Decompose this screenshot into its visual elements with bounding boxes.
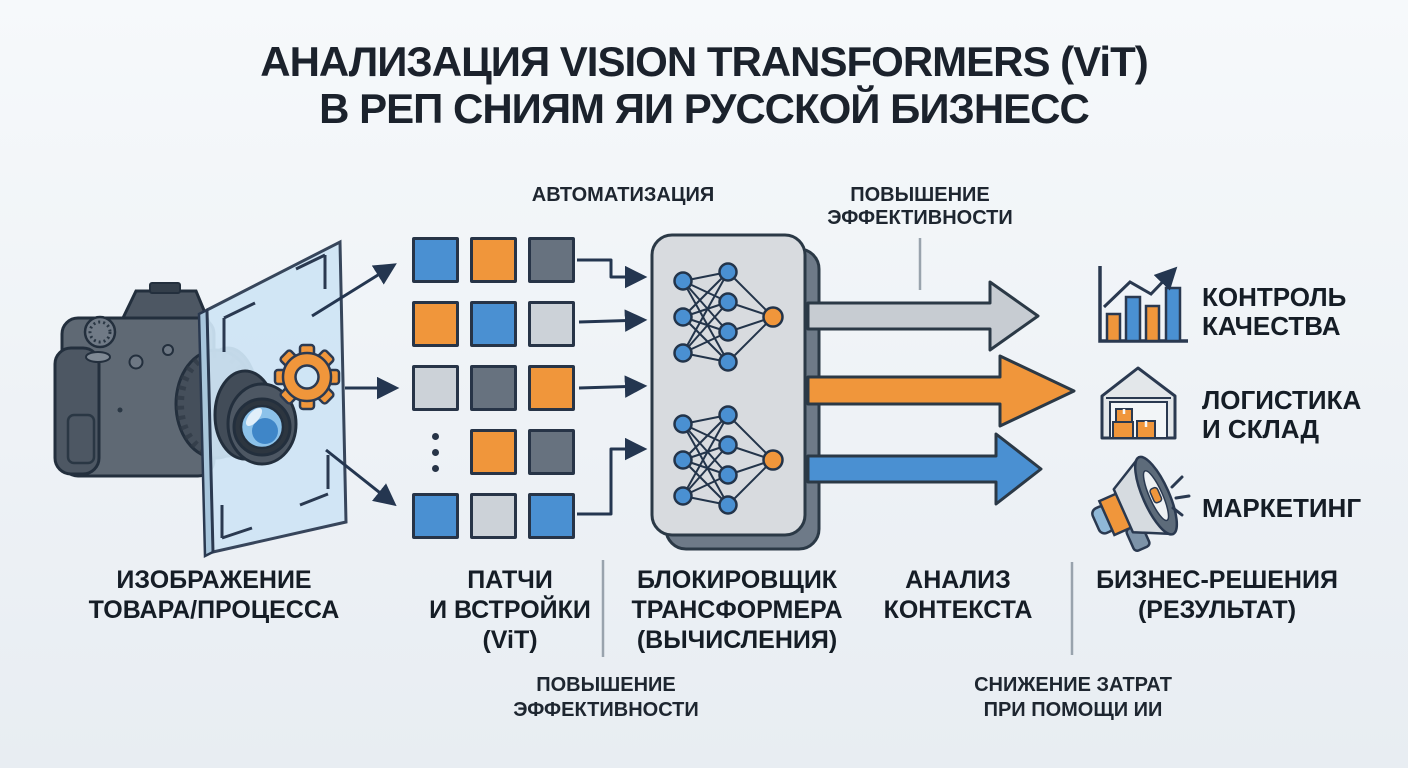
patch-cell-lightgray [412, 365, 459, 411]
output-arrow-orange [806, 354, 1076, 428]
stage-label-image: ИЗОБРАЖЕНИЕ ТОВАРА/ПРОЦЕССА [88, 566, 340, 624]
patch-grid [412, 237, 575, 539]
patch-cell-lightgray [470, 493, 517, 539]
outcome-label-quality-control: КОНТРОЛЬ КАЧЕСТВА [1202, 282, 1347, 341]
patch-cell-blue [412, 237, 459, 283]
panel-to-patches-arrows [311, 263, 400, 507]
output-arrow-gray [806, 280, 1040, 352]
sound-waves [1170, 475, 1191, 517]
camera-lens-front [213, 369, 298, 466]
output-arrow-blue [806, 432, 1043, 506]
annotation-efficiency-top: ПОВЫШЕНИЕ ЭФФЕКТИВНОСТИ [827, 184, 1013, 229]
patch-cell-darkgray [470, 365, 517, 411]
patch-cell-lightgray [528, 301, 575, 347]
transformer-block [650, 233, 821, 551]
patch-cell-blue [528, 493, 575, 539]
title-line-2: В РЕП СНИЯМ ЯИ РУССКОЙ БИЗНЕСС [319, 85, 1090, 132]
focus-bracket-marks [220, 253, 330, 540]
stage-label-decisions: БИЗНЕС-РЕШЕНИЯ (РЕЗУЛЬТАТ) [1096, 566, 1338, 624]
annotation-efficiency-bottom: ПОВЫШЕНИЕ ЭФФЕКТИВНОСТИ [513, 674, 699, 721]
annotation-cost-reduction: СНИЖЕНИЕ ЗАТРАТ ПРИ ПОМОЩИ ИИ [974, 674, 1172, 721]
ellipsis-dots [412, 429, 459, 475]
patch-cell-blue [470, 301, 517, 347]
page-title: АНАЛИЗАЦИЯ VISION TRANSFORMERS (ViT) В Р… [0, 38, 1408, 132]
bar-chart-growth-icon [1098, 266, 1188, 343]
patch-cell-blue [412, 493, 459, 539]
patch-cell-orange [470, 429, 517, 475]
annotation-automation: АВТОМАТИЗАЦИЯ [531, 184, 715, 206]
patches-to-block-connectors [577, 258, 648, 516]
patch-cell-darkgray [528, 429, 575, 475]
gear-icon [273, 343, 341, 411]
patch-cell-orange [412, 301, 459, 347]
warehouse-icon [1100, 366, 1177, 440]
stage-label-transformer: БЛОКИРОВЩИК ТРАНСФОРМЕРА (ВЫЧИСЛЕНИЯ) [631, 566, 843, 654]
patch-cell-orange [470, 237, 517, 283]
stage-label-patches: ПАТЧИ И ВСТРОЙКИ (ViT) [429, 566, 591, 654]
outcome-label-marketing: МАРКЕТИНГ [1202, 493, 1362, 523]
stage-label-analysis: АНАЛИЗ КОНТЕКСТА [883, 566, 1033, 624]
outcome-label-logistics: ЛОГИСТИКА И СКЛАД [1202, 385, 1362, 444]
patch-cell-orange [528, 365, 575, 411]
title-line-1: АНАЛИЗАЦИЯ VISION TRANSFORMERS (ViT) [260, 38, 1148, 85]
patch-cell-darkgray [528, 237, 575, 283]
megaphone-icon [1091, 455, 1191, 552]
